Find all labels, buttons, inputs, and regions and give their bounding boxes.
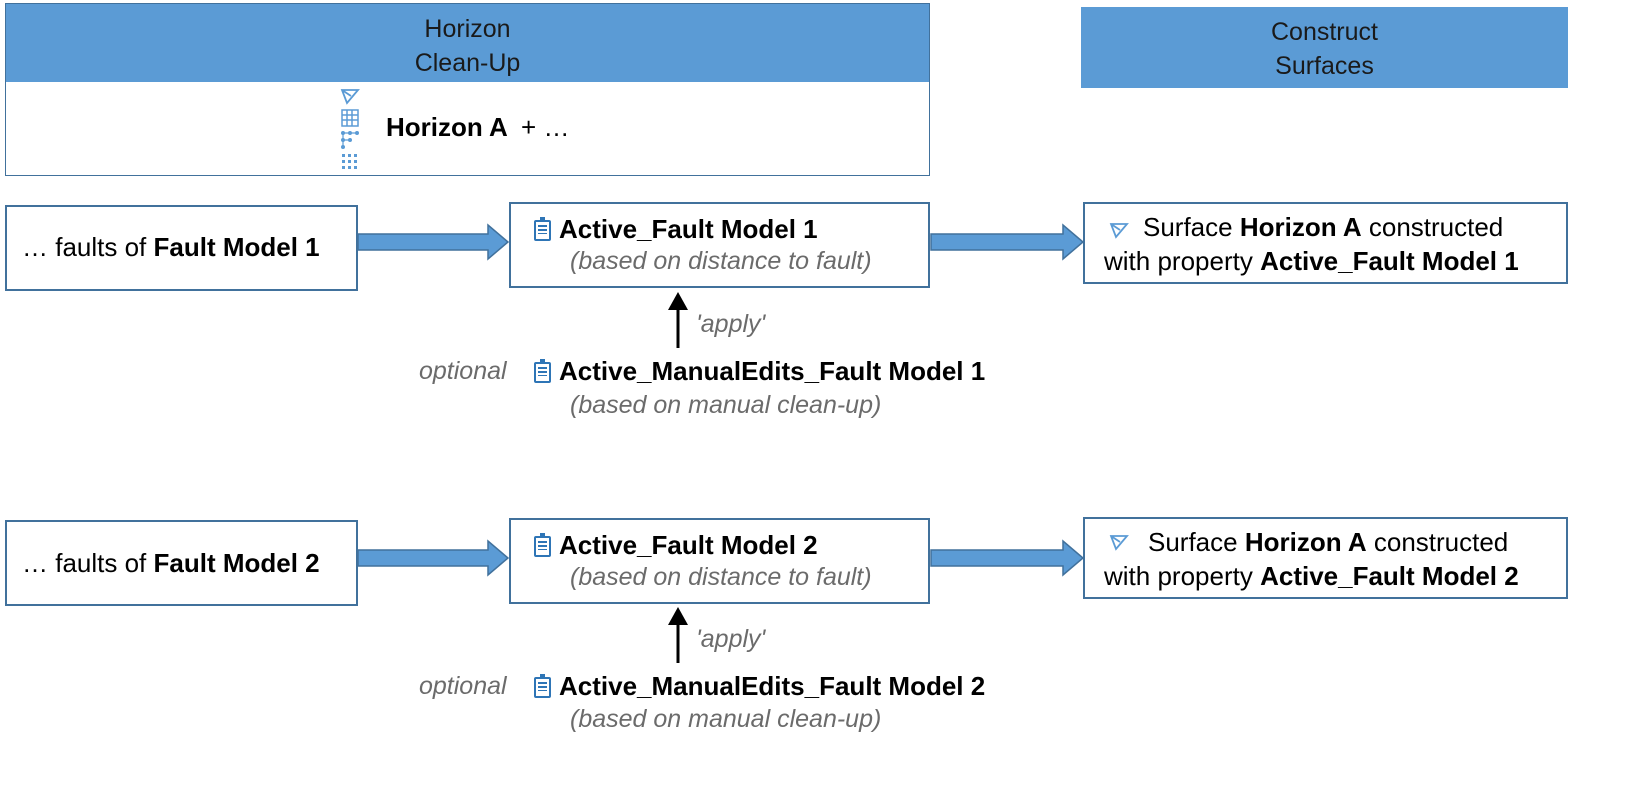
row2-optional-title: Active_ManualEdits_Fault Model 2	[534, 670, 985, 702]
horizon-cleanup-header: Horizon Clean-Up	[5, 3, 930, 84]
document-icon	[534, 674, 551, 698]
row2-surface-line1-c: constructed	[1366, 527, 1509, 557]
row1-active-box	[509, 202, 930, 288]
row1-surface-box	[1083, 202, 1568, 284]
surface-icon	[1109, 535, 1129, 551]
row1-optional-title-text: Active_ManualEdits_Fault Model 1	[559, 356, 986, 386]
row2-active-box	[509, 518, 930, 604]
surface-icon	[340, 89, 360, 105]
row1-surface-arrow	[930, 223, 1085, 261]
row2-apply-label: 'apply'	[696, 625, 766, 653]
row1-optional-label: optional	[419, 357, 507, 385]
document-icon	[534, 359, 551, 383]
row2-apply-arrow-head	[668, 607, 688, 625]
surface-icon	[1109, 223, 1129, 239]
horizon-panel-label: Horizon A + …	[386, 111, 569, 143]
row1-surface-line1-b: Horizon A	[1239, 212, 1362, 242]
row2-optional-title-text: Active_ManualEdits_Fault Model 2	[559, 671, 986, 701]
row2-input-model: Fault Model 2	[153, 548, 320, 578]
row2-surface-line2: with property Active_Fault Model 2	[1104, 560, 1519, 592]
row1-active-title: Active_Fault Model 1	[534, 213, 818, 245]
row1-surface-line2: with property Active_Fault Model 1	[1104, 245, 1519, 277]
horizon-cleanup-header-line1: Horizon	[424, 15, 511, 43]
row2-surface-box	[1083, 517, 1568, 599]
row2-input-arrow	[357, 539, 510, 577]
row1-optional-note: (based on manual clean-up)	[570, 391, 882, 419]
row2-input-label: … faults of Fault Model 2	[22, 547, 320, 579]
row2-active-title: Active_Fault Model 2	[534, 529, 818, 561]
row1-input-prefix: … faults of	[22, 232, 154, 262]
horizon-suffix: + …	[521, 112, 570, 142]
document-icon	[534, 533, 551, 557]
row2-optional-label: optional	[419, 672, 507, 700]
row1-surface-line1-a: Surface	[1143, 212, 1240, 242]
row2-input-prefix: … faults of	[22, 548, 154, 578]
row1-apply-arrow-head	[668, 292, 688, 310]
construct-surfaces-header-line2: Surfaces	[1275, 52, 1374, 80]
row2-surface-arrow	[930, 539, 1085, 577]
row2-surface-line1-a: Surface	[1148, 527, 1245, 557]
grid-icon	[341, 109, 359, 127]
horizon-cleanup-header-line2: Clean-Up	[414, 49, 521, 77]
row2-surface-line2-a: with property	[1104, 561, 1261, 591]
row2-active-title-text: Active_Fault Model 2	[559, 530, 818, 560]
row2-active-note: (based on distance to fault)	[570, 563, 872, 591]
row1-input-model: Fault Model 1	[153, 232, 320, 262]
construct-surfaces-header: Construct Surfaces	[1081, 7, 1568, 88]
construct-surfaces-header-line1: Construct	[1271, 18, 1378, 46]
row1-arrows	[357, 223, 1085, 348]
row2-surface-line1: Surface Horizon A constructed	[1148, 526, 1508, 558]
row2-surface-line2-b: Active_Fault Model 2	[1260, 561, 1519, 591]
row1-surface-line1-c: constructed	[1361, 212, 1504, 242]
horizon-panel	[5, 82, 930, 176]
row1-surface-line2-a: with property	[1104, 246, 1261, 276]
document-icon	[534, 217, 551, 241]
tree-icon	[341, 131, 359, 149]
row2-input-box	[5, 520, 358, 606]
row1-input-arrow	[357, 223, 510, 261]
row1-surface-line1: Surface Horizon A constructed	[1143, 211, 1503, 243]
row1-active-title-text: Active_Fault Model 1	[559, 214, 818, 244]
row1-apply-label: 'apply'	[696, 310, 766, 338]
row1-input-box	[5, 205, 358, 291]
row1-surface-line2-b: Active_Fault Model 1	[1260, 246, 1519, 276]
horizon-name: Horizon A	[386, 112, 508, 142]
row1-active-note: (based on distance to fault)	[570, 247, 872, 275]
row2-optional-note: (based on manual clean-up)	[570, 705, 882, 733]
row2-arrows	[357, 539, 1085, 663]
row1-optional-title: Active_ManualEdits_Fault Model 1	[534, 355, 985, 387]
points-icon	[342, 154, 357, 169]
row1-input-label: … faults of Fault Model 1	[22, 231, 320, 263]
row2-surface-line1-b: Horizon A	[1244, 527, 1367, 557]
